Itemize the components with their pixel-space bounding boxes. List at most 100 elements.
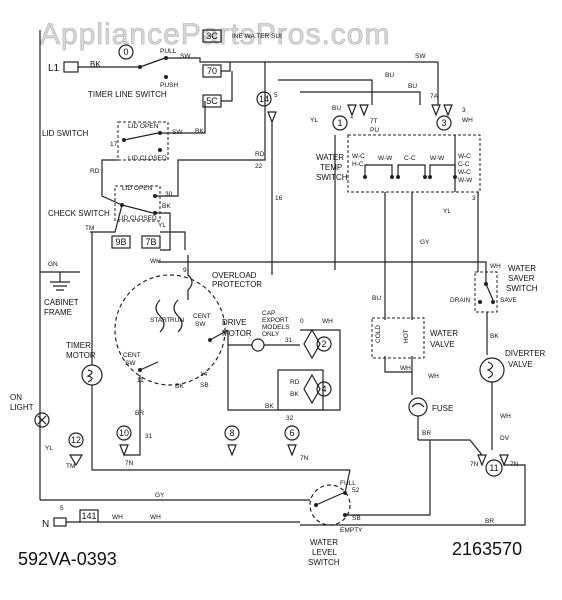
hot-label: HOT: [403, 329, 410, 343]
water-valve-label: WATER: [430, 329, 458, 338]
wire-label: YL: [310, 117, 318, 124]
water-saver-label: SAVER: [508, 274, 535, 283]
lid-switch: LID SWITCH LID OPEN LID CLOSED SW BK 17: [42, 101, 206, 162]
overload-label: PROTECTOR: [212, 280, 262, 289]
check-lid-closed-label: LID CLOSED: [118, 215, 157, 222]
wire-label: RD: [255, 151, 265, 158]
cent-sw-label: SW: [125, 360, 136, 367]
wire-label: BU: [332, 105, 341, 112]
run-label: RUN: [170, 317, 184, 324]
timer-line-switch-label: TIMER LINE SWITCH: [88, 90, 167, 99]
wire-label: BU: [385, 72, 394, 79]
water-saver-label: SWITCH: [506, 284, 538, 293]
terminal-label: 5C: [206, 96, 218, 106]
circled-label: 3: [441, 118, 446, 128]
terminal-label: 0: [300, 318, 304, 325]
wire-label: BK: [162, 203, 171, 210]
wire-label: BK: [265, 403, 274, 410]
circled-label: 1: [337, 118, 342, 128]
timer-cams-2-4: 2 4 0 WH RD BK BK 32: [227, 318, 341, 422]
check-lid-open-label: LID OPEN: [122, 185, 153, 192]
terminal-number: 14: [200, 371, 208, 378]
terminal-number: 32: [286, 415, 294, 422]
level-switch-label: SWITCH: [308, 558, 340, 567]
l1-label: L1: [48, 63, 60, 74]
push-label: PUSH: [160, 82, 178, 89]
full-label: FULL: [340, 480, 356, 487]
wire-label: BK: [195, 128, 204, 135]
wire-label: WH: [462, 117, 473, 124]
cap-export: CAP EXPORT MODELS ONLY 31: [228, 310, 300, 352]
lid-open-label: LID OPEN: [128, 123, 159, 130]
wire-label: BK: [175, 383, 184, 390]
wire-label: BU: [372, 295, 381, 302]
cabinet-label: FRAME: [44, 308, 72, 317]
wire-label: SW: [180, 53, 191, 60]
timer-motor: TIMER MOTOR: [66, 232, 103, 470]
n-label: N: [42, 519, 49, 530]
circled-label: 0: [123, 47, 128, 57]
drive-motor-label: MOTOR: [222, 329, 252, 338]
circled-label: 11: [489, 463, 498, 473]
wire-label: TM: [85, 225, 94, 232]
circled-label: 4: [321, 384, 326, 394]
watermark-text: AppliancePartsPros.com: [40, 18, 390, 51]
on-light-label: ON: [10, 393, 22, 402]
level-switch-label: LEVEL: [312, 548, 337, 557]
wire-label: YL: [158, 222, 166, 229]
terminal-number: 7N: [300, 455, 309, 462]
temp-label: W-C: [458, 153, 471, 160]
terminal-number: 52: [352, 487, 360, 494]
terminal-label: 3: [462, 107, 466, 114]
terminal-label: 7T: [370, 118, 378, 125]
timer-cams-top: 14 5 1 1 BU 3 7A 3 WH 7T PU YL 16 BU BU: [256, 62, 473, 275]
wire-label: BU: [408, 83, 417, 90]
water-temp-switch: WATER TEMP SWITCH W-W C-C W-W W-C H-C W-…: [316, 134, 481, 193]
temp-label: W-C: [458, 169, 471, 176]
fuse-label: FUSE: [432, 404, 453, 413]
cap-label: EXPORT: [262, 317, 289, 324]
water-temp-label: WATER: [316, 153, 344, 162]
terminal-label: 7B: [145, 237, 156, 247]
wire-label: YL: [45, 445, 53, 452]
timer-line-switch: 0 PULL PUSH SW TIMER LINE SWITCH SW: [88, 44, 438, 99]
level-switch-label: WATER: [310, 538, 338, 547]
cent-sw-label: SW: [195, 321, 206, 328]
timer-terminals: 3C INE WA TER SUI 70 5C: [202, 29, 282, 108]
wire-label: WH: [150, 258, 161, 265]
wire-label: BR: [485, 518, 494, 525]
wire-label: RD: [290, 379, 300, 386]
wire-label: BK: [290, 391, 299, 398]
right-code: 2163570: [452, 539, 522, 559]
check-switch-label: CHECK SWITCH: [48, 209, 110, 218]
cent-sw-label: CENT: [123, 352, 141, 359]
terminal-number: 17: [110, 141, 118, 148]
empty-label: EMPTY: [340, 527, 363, 534]
cold-label: COLD: [375, 325, 382, 343]
wire-label: GN: [48, 261, 58, 268]
drive-motor: OVERLOAD PROTECTOR 9 DRIVE MOTOR START R…: [114, 231, 262, 390]
wire-label: DV: [500, 435, 510, 442]
terminal-number: 7N: [470, 461, 479, 468]
fuse: FUSE BR WH: [408, 373, 453, 440]
drive-motor-label: DRIVE: [222, 318, 246, 327]
water-valve-label: VALVE: [430, 340, 455, 349]
timer-motor-label: TIMER: [66, 341, 91, 350]
check-switch: CHECK SWITCH LID OPEN LID CLOSED 30 BK R…: [48, 62, 266, 233]
terminal-label: 7A: [430, 93, 439, 100]
wire-label: TM: [66, 463, 75, 470]
overload-label: OVERLOAD: [212, 271, 257, 280]
terminal-number: 7N: [125, 460, 134, 467]
circled-label: 8: [229, 428, 234, 438]
on-light-label: LIGHT: [10, 403, 34, 412]
l1-line: L1 BK: [48, 60, 115, 74]
cap-label: ONLY: [262, 331, 280, 338]
wire-label: WH: [490, 263, 501, 270]
wire-label: WH: [112, 514, 123, 521]
wire-label: WH: [322, 318, 333, 325]
terminal-label: 3C: [206, 31, 218, 41]
wire-label: BK: [90, 60, 101, 69]
diverter-label: DIVERTER: [505, 349, 546, 358]
diverter-valve: DIVERTER VALVE WH DV 11 7N 7N BR 3: [300, 192, 546, 526]
terminal-number: 5: [274, 92, 278, 99]
